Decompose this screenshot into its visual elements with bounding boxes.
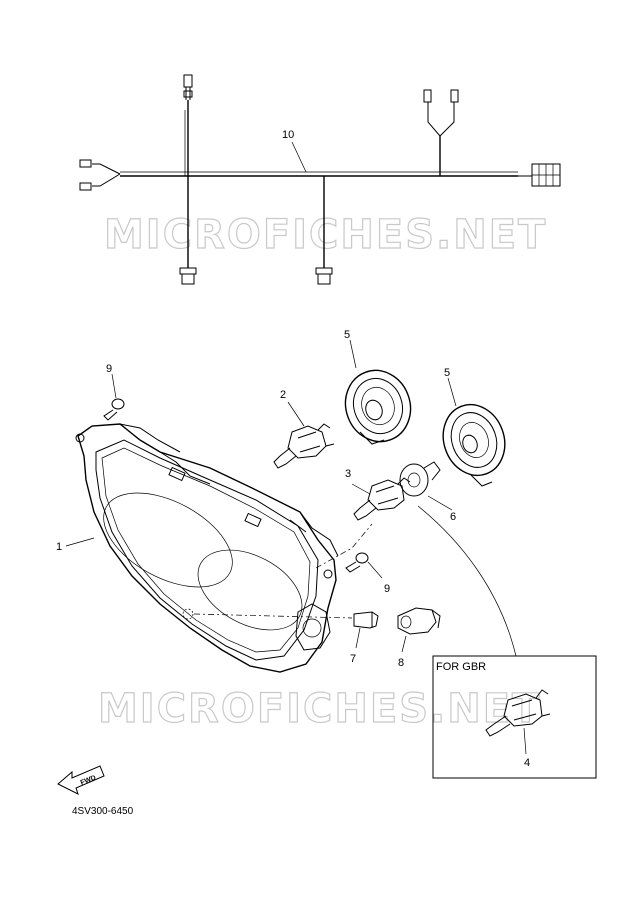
fwd-label: FWD	[80, 774, 97, 786]
callout-1: 1	[56, 541, 62, 553]
callout-9-lower: 9	[384, 583, 390, 595]
headlight-bulb-2	[273, 401, 335, 469]
callout-2: 2	[280, 389, 286, 401]
fwd-arrow-icon: FWD	[57, 765, 105, 795]
watermark-bottom: MICROFICHES.NET	[98, 686, 541, 732]
callout-5-left: 5	[344, 329, 350, 341]
wire-harness	[79, 74, 561, 285]
callout-3: 3	[345, 468, 351, 480]
headlight-bulb-4	[485, 689, 551, 755]
inset-leader	[417, 505, 517, 657]
headlight-bulb-3	[351, 477, 411, 521]
callout-4: 4	[524, 757, 530, 769]
position-socket-8	[397, 607, 441, 653]
bulb-cover-left	[344, 339, 412, 445]
assembly-line	[193, 613, 353, 619]
diagram-code: 4SV300-6450	[72, 806, 134, 817]
callout-10: 10	[282, 129, 294, 141]
callout-6: 6	[450, 511, 456, 523]
screw-lower	[345, 552, 383, 579]
callout-9-upper: 9	[106, 363, 112, 375]
position-bulb-7	[353, 611, 379, 649]
watermark-top: MICROFICHES.NET	[104, 212, 547, 258]
headlight-assembly	[65, 423, 339, 673]
inset-title: FOR GBR	[436, 661, 486, 673]
callout-7: 7	[350, 653, 356, 665]
bulb-socket-6	[399, 461, 453, 511]
bulb-cover-right	[442, 377, 506, 487]
assembly-line-2	[315, 523, 373, 569]
inset-for-gbr: FOR GBR 4	[432, 655, 597, 779]
callout-8: 8	[398, 657, 404, 669]
callout-5-right: 5	[444, 367, 450, 379]
screw-upper	[103, 373, 125, 421]
